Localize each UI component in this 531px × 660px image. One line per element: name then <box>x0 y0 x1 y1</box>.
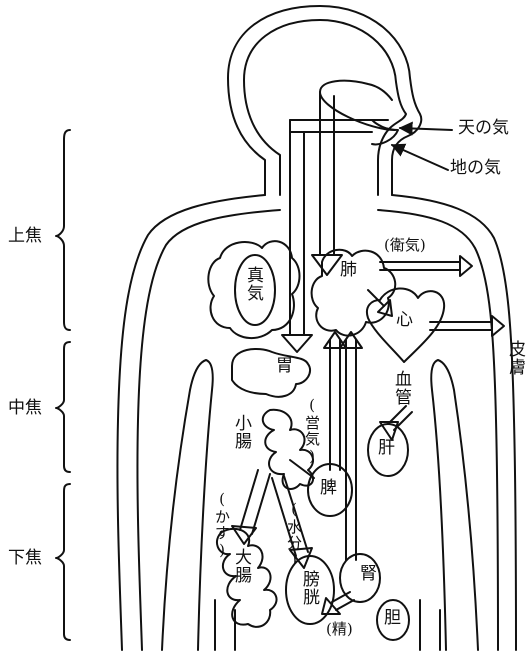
stomach <box>232 349 310 397</box>
label-jousho: 上焦 <box>8 228 42 245</box>
label-sei: (精) <box>326 622 353 637</box>
label-gesho: 下焦 <box>8 550 42 567</box>
label-suibun: (水分) <box>286 500 301 570</box>
ten-no-ki-arrow <box>400 128 452 130</box>
kasu-channel <box>240 470 270 534</box>
label-boukou: 膀胱 <box>300 570 317 606</box>
left-arm-line <box>162 360 213 650</box>
label-shouchou: 小腸 <box>232 414 249 450</box>
liver-arrow <box>388 406 412 430</box>
label-jin: 腎 <box>360 566 377 583</box>
chi-no-ki-arrow <box>392 145 448 170</box>
air-channel-outer <box>320 81 395 130</box>
label-kan: 肝 <box>378 440 395 457</box>
head-inner-outline <box>244 20 406 195</box>
label-daichou: 大腸 <box>232 548 249 584</box>
food-pipe-arrow <box>282 335 312 352</box>
label-eiki-nourish: (営気) <box>304 396 319 466</box>
blood-channel-left <box>330 340 340 470</box>
label-hai: 肺 <box>340 262 357 279</box>
eiki-arrow-1-head <box>460 256 472 276</box>
label-chi-no-ki: 地の気 <box>450 160 501 177</box>
eiki-arrow-2-head <box>492 316 504 336</box>
bracket-chuusho <box>56 342 70 472</box>
label-shinki: 真気 <box>244 266 261 302</box>
label-i: 胃 <box>276 358 293 375</box>
right-leg <box>420 600 440 650</box>
label-hi: 脾 <box>320 480 337 497</box>
blood-channel-right <box>346 340 356 560</box>
label-hifu: 皮膚 <box>506 340 523 376</box>
label-shin: 心 <box>396 312 413 329</box>
label-kekkan: 血管 <box>392 370 409 406</box>
label-ten-no-ki: 天の気 <box>458 120 509 137</box>
label-chuusho: 中焦 <box>8 400 42 417</box>
label-tan: 胆 <box>384 610 401 627</box>
bracket-gesho <box>56 484 70 640</box>
bracket-jousho <box>56 130 70 330</box>
air-pipe-arrow <box>312 255 342 275</box>
eiki-arrow-1 <box>380 262 460 270</box>
label-kasu: (かす) <box>214 490 229 560</box>
right-arm-line <box>431 360 478 650</box>
label-eiki-guard: (衛気) <box>384 238 426 253</box>
left-leg <box>215 600 235 650</box>
